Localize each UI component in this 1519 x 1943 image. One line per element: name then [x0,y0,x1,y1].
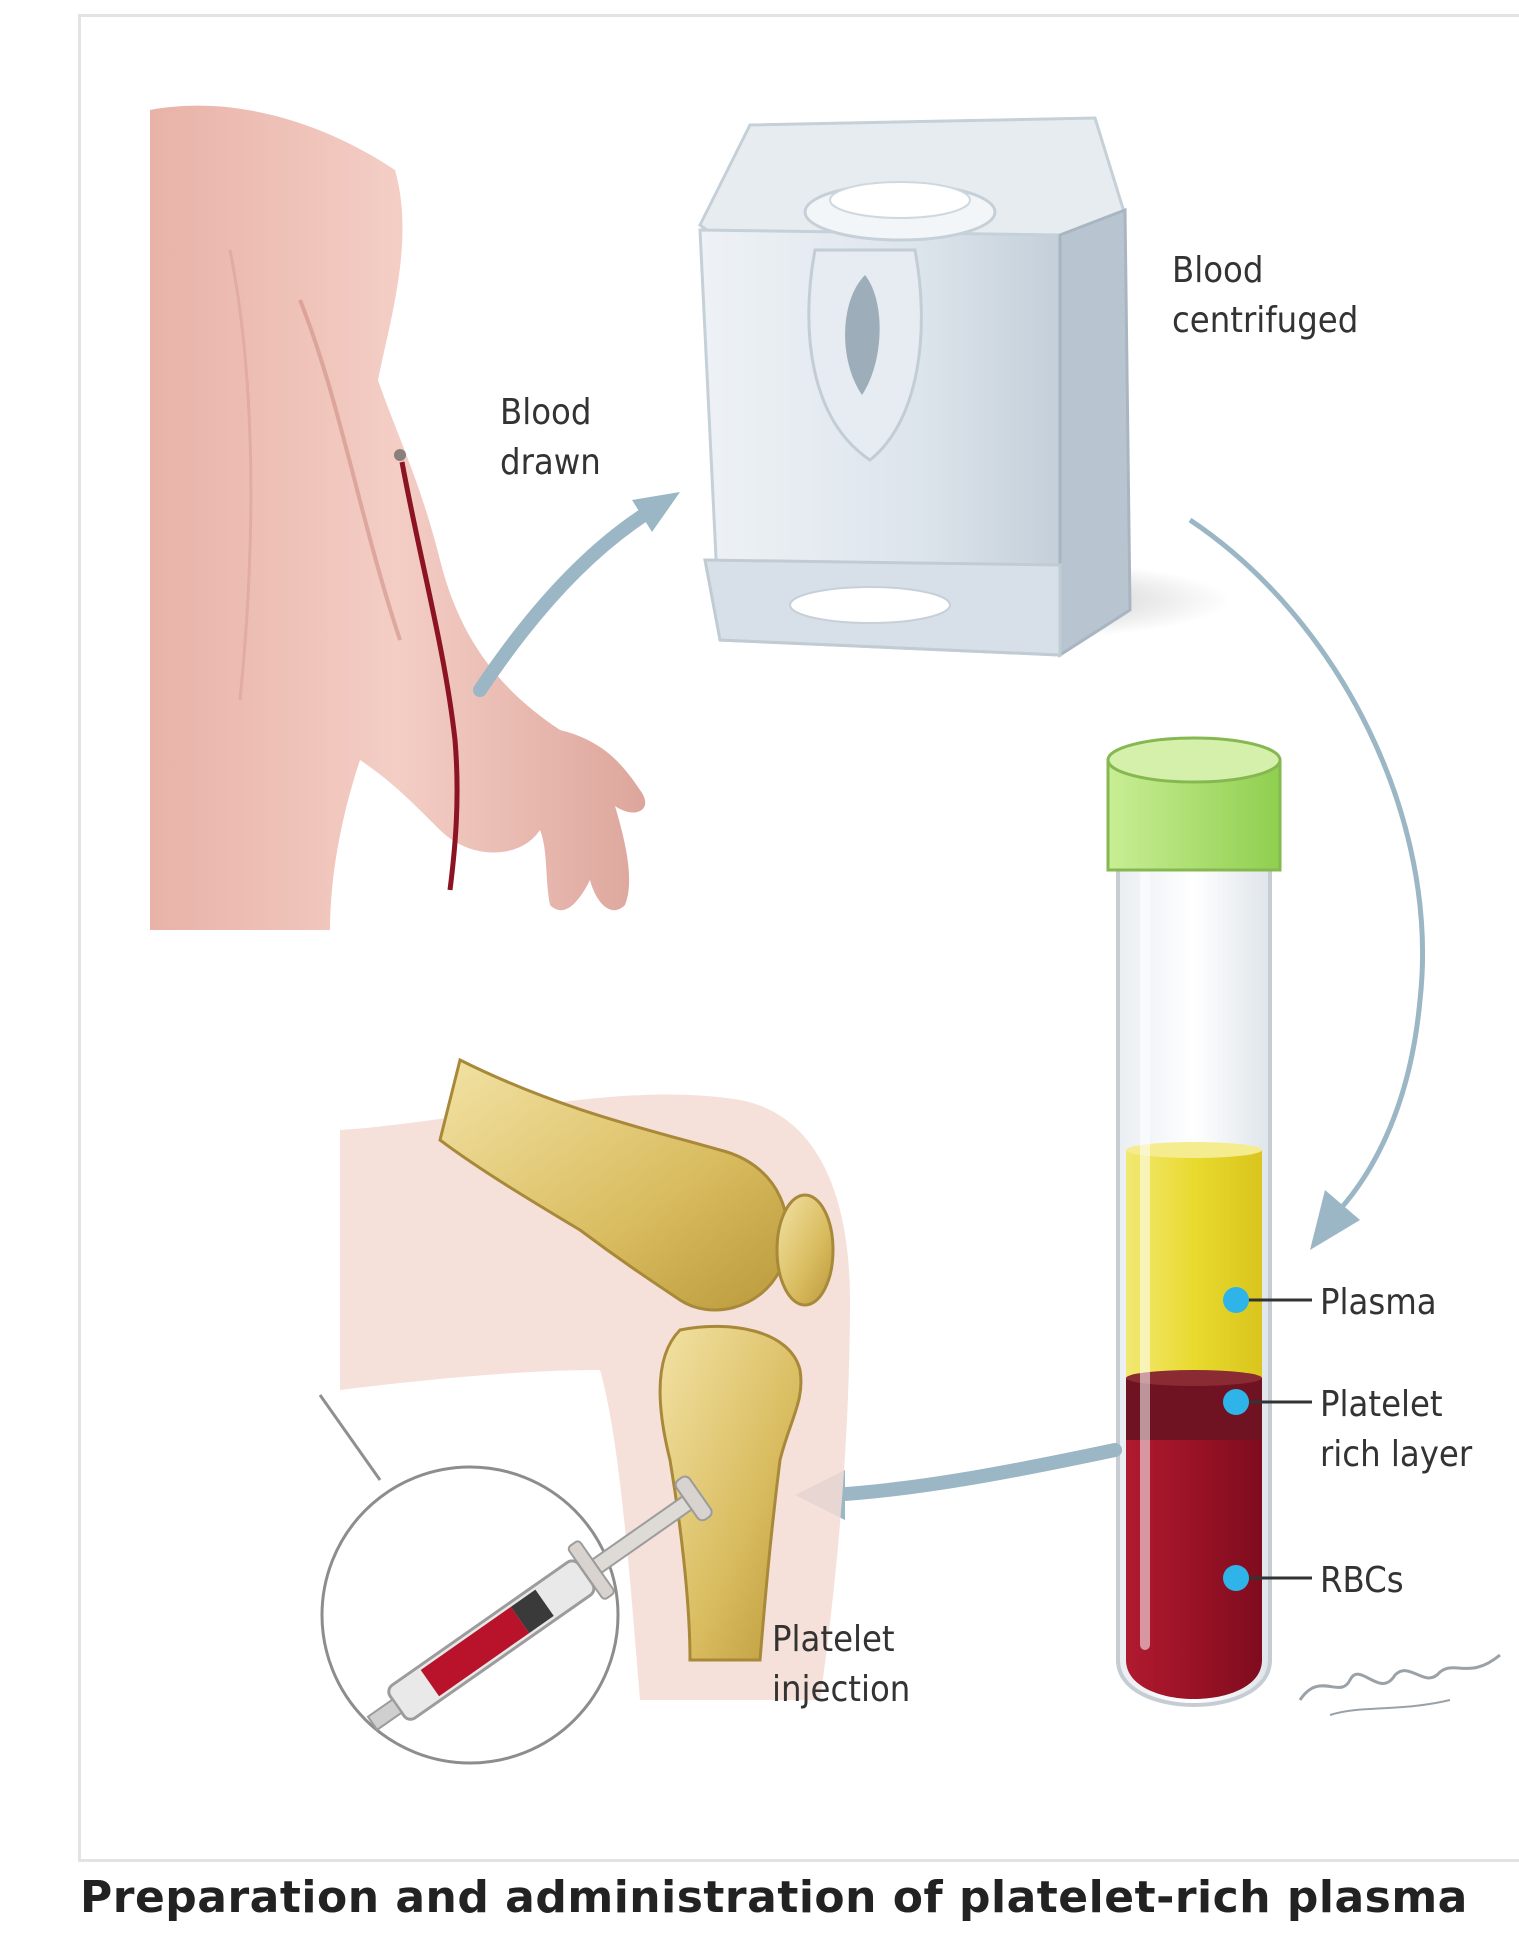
blood-centrifuged-label: Blood centrifuged [1172,246,1358,346]
rbcs-label: RBCs [1320,1556,1404,1606]
blood-drawn-label: Blood drawn [500,388,601,488]
artist-signature [1300,1655,1500,1715]
arm-icon [150,106,645,930]
platelet-rich-layer-label: Platelet rich layer [1320,1380,1472,1480]
arrow-to-centrifuge [480,492,680,690]
test-tube-icon [1108,738,1280,1705]
knee-icon [340,1060,850,1700]
plasma-label: Plasma [1320,1278,1437,1328]
platelet-injection-label: Platelet injection [772,1615,910,1715]
figure-caption: Preparation and administration of platel… [80,1872,1468,1923]
centrifuge-icon [700,118,1230,655]
